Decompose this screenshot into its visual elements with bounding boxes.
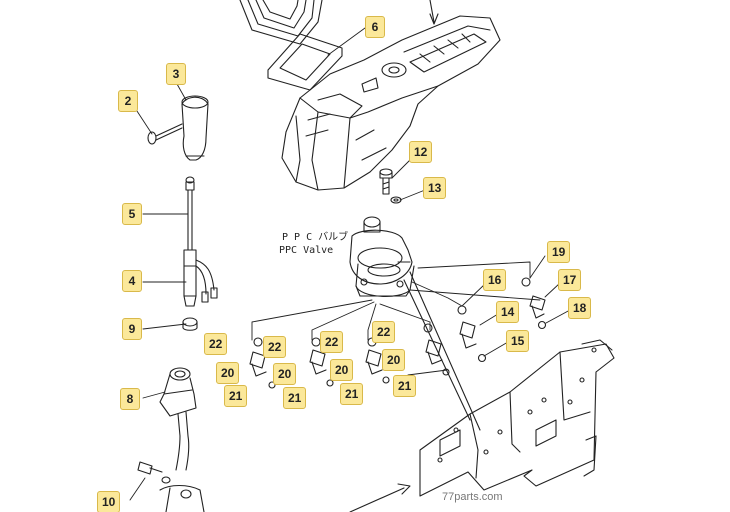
console-housing — [281, 0, 501, 191]
ppc-valve-label-en: PPC Valve — [279, 245, 334, 256]
callout-13[interactable]: 13 — [423, 177, 447, 199]
mounting-frame — [349, 271, 615, 512]
callout-18[interactable]: 18 — [568, 297, 592, 319]
lever-boot — [159, 367, 197, 471]
callout-21-a[interactable]: 21 — [393, 375, 417, 397]
callout-9[interactable]: 9 — [122, 318, 142, 340]
callout-4[interactable]: 4 — [122, 270, 142, 292]
callout-17[interactable]: 17 — [558, 269, 582, 291]
lever-rod — [183, 176, 218, 307]
leader-lines — [129, 27, 571, 501]
callout-22-c[interactable]: 22 — [320, 331, 344, 353]
callout-19[interactable]: 19 — [547, 241, 571, 263]
callout-15[interactable]: 15 — [506, 330, 530, 352]
ppc-valve — [349, 216, 415, 297]
bolt-12 — [379, 168, 393, 195]
callout-21-d[interactable]: 21 — [283, 387, 307, 409]
linkage — [137, 461, 205, 512]
port-plugs — [253, 277, 547, 389]
callout-20-b[interactable]: 20 — [216, 362, 240, 384]
callout-2[interactable]: 2 — [118, 90, 138, 112]
callout-21-b[interactable]: 21 — [224, 385, 248, 407]
callout-20-c[interactable]: 20 — [330, 359, 354, 381]
bezel-plate — [267, 33, 343, 91]
callout-21-c[interactable]: 21 — [340, 383, 364, 405]
callout-22-b[interactable]: 22 — [204, 333, 228, 355]
callout-14[interactable]: 14 — [496, 301, 520, 323]
callout-5[interactable]: 5 — [122, 203, 142, 225]
callout-10[interactable]: 10 — [97, 491, 121, 512]
watermark: 77parts.com — [442, 491, 503, 503]
screw-2 — [147, 123, 183, 145]
callout-8[interactable]: 8 — [120, 388, 140, 410]
knob-grip — [181, 95, 209, 161]
ppc-valve-label-jp: P P C バルブ — [282, 232, 349, 243]
callout-20-a[interactable]: 20 — [382, 349, 406, 371]
callout-22-a[interactable]: 22 — [372, 321, 396, 343]
washer-13 — [390, 196, 402, 204]
hose-fittings — [249, 295, 546, 377]
callout-3[interactable]: 3 — [166, 63, 186, 85]
callout-20-d[interactable]: 20 — [273, 363, 297, 385]
nut-9 — [182, 317, 198, 331]
callout-16[interactable]: 16 — [483, 269, 507, 291]
callout-6[interactable]: 6 — [365, 16, 385, 38]
callout-12[interactable]: 12 — [409, 141, 433, 163]
callout-22-d[interactable]: 22 — [263, 336, 287, 358]
